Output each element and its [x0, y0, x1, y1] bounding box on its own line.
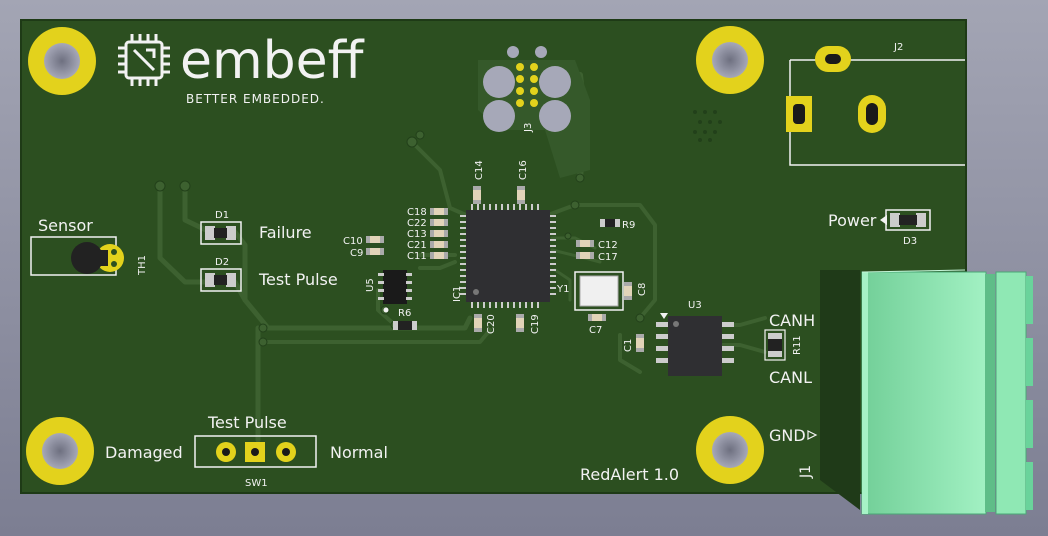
led-d1 [200, 221, 242, 245]
refdes-c20: C20 [486, 314, 497, 334]
refdes-d2: D2 [215, 257, 229, 268]
copper-traces [157, 72, 767, 443]
gnd-arrow-icon [807, 430, 818, 440]
label-power: Power [828, 211, 877, 230]
cap-c16 [517, 186, 525, 204]
label-damaged: Damaged [105, 443, 183, 462]
refdes-c1: C1 [623, 339, 634, 352]
cap-c1 [636, 334, 644, 352]
label-sensor: Sensor [38, 216, 93, 235]
refdes-c9: C9 [350, 248, 363, 259]
refdes-th1: TH1 [137, 255, 148, 276]
refdes-d3: D3 [903, 236, 917, 247]
refdes-c11: C11 [407, 251, 427, 262]
label-normal: Normal [330, 443, 388, 462]
cap-c11 [430, 252, 448, 259]
cap-c8 [624, 282, 632, 300]
thermistor-th1 [71, 242, 124, 274]
refdes-u3: U3 [688, 300, 702, 311]
embeff-logo-icon [118, 34, 170, 86]
label-gnd: GND [769, 426, 806, 445]
label-canh: CANH [769, 311, 815, 330]
refdes-ic1: IC1 [452, 286, 463, 302]
refdes-c7: C7 [589, 325, 602, 336]
resistor-r9 [600, 219, 620, 227]
refdes-c13: C13 [407, 229, 427, 240]
board-revision: RedAlert 1.0 [580, 465, 679, 484]
j3-header [483, 46, 571, 132]
refdes-y1: Y1 [556, 284, 569, 295]
switch-sw1 [194, 435, 317, 468]
mounting-hole-top-left [28, 27, 96, 95]
cap-c22 [430, 219, 448, 226]
refdes-j1: J1 [798, 465, 814, 479]
cap-c21 [430, 241, 448, 248]
refdes-j2: J2 [893, 42, 903, 53]
refdes-c19: C19 [530, 314, 541, 334]
cap-c14 [473, 186, 481, 204]
refdes-c22: C22 [407, 218, 427, 229]
label-test-pulse-led: Test Pulse [258, 270, 338, 289]
refdes-c8: C8 [637, 283, 648, 296]
label-failure: Failure [259, 223, 312, 242]
crystal-y1 [574, 271, 624, 311]
refdes-sw1: SW1 [245, 478, 268, 489]
label-canl: CANL [769, 368, 812, 387]
led-d2 [200, 268, 242, 292]
refdes-r6: R6 [398, 308, 411, 319]
refdes-c21: C21 [407, 240, 427, 251]
cap-c17 [576, 252, 594, 259]
mcu-ic1 [460, 204, 556, 308]
ic-u5 [378, 270, 412, 313]
label-test-pulse-switch: Test Pulse [207, 413, 287, 432]
refdes-c18: C18 [407, 207, 427, 218]
cap-c12 [576, 240, 594, 247]
cap-c7 [588, 314, 606, 321]
cap-c18 [430, 208, 448, 215]
refdes-d1: D1 [215, 210, 229, 221]
terminal-block-j1 [820, 269, 1033, 515]
cap-c19 [516, 314, 524, 332]
ic-u3 [656, 313, 734, 376]
refdes-u5: U5 [365, 278, 376, 292]
refdes-c16: C16 [518, 160, 529, 180]
logo-tagline: BETTER EMBEDDED. [186, 92, 325, 106]
thermal-vias [693, 110, 722, 142]
refdes-j3: J3 [523, 123, 534, 133]
refdes-c12: C12 [598, 240, 618, 251]
refdes-r9: R9 [622, 220, 635, 231]
resistor-r11 [764, 329, 786, 361]
mounting-hole-top-mid [696, 26, 764, 94]
cap-c20 [474, 314, 482, 332]
cap-c13 [430, 230, 448, 237]
logo-brand: embeff [180, 31, 365, 91]
led-d3 [880, 209, 931, 231]
mounting-hole-bottom-left [26, 417, 94, 485]
cap-c9 [366, 248, 384, 255]
cap-c10 [366, 236, 384, 243]
refdes-r11: R11 [792, 335, 803, 355]
j2-power-jack [786, 46, 965, 166]
resistor-r6 [393, 321, 417, 330]
refdes-c14: C14 [474, 160, 485, 180]
mounting-hole-bottom-mid [696, 416, 764, 484]
refdes-c10: C10 [343, 236, 363, 247]
refdes-c17: C17 [598, 252, 618, 263]
